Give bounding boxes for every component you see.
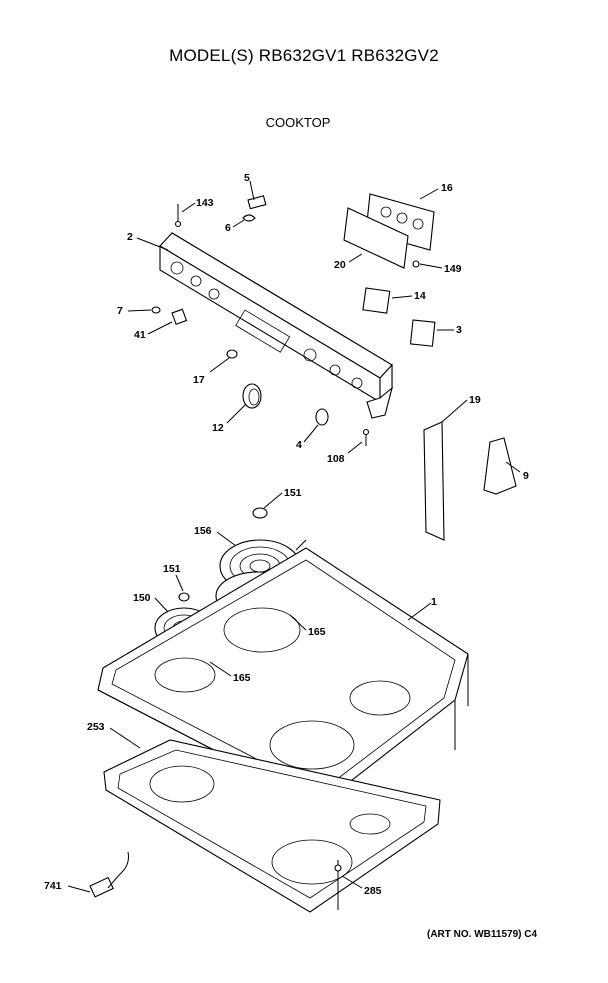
nut-41	[171, 308, 188, 325]
callout-41: 41	[134, 329, 146, 341]
callout-156: 156	[194, 525, 212, 537]
burner-box-253	[103, 739, 441, 913]
leader-lines	[67, 180, 521, 893]
callout-6: 6	[225, 222, 231, 234]
callout-16: 16	[441, 182, 453, 194]
callout-14: 14	[414, 290, 426, 302]
screw-108	[362, 428, 370, 446]
receptacle-151b	[178, 592, 190, 602]
callout-2: 2	[127, 231, 133, 243]
callout-165-right: 165	[308, 626, 326, 638]
power-cord-741	[89, 851, 129, 898]
bracket-5	[247, 195, 267, 210]
lamp-17	[226, 349, 238, 359]
clip-6	[242, 214, 256, 222]
callout-labels: 143 5 16 6 2 20 149 14 7 41 3 17 19 12 4…	[44, 172, 529, 897]
callout-151-upper: 151	[284, 487, 302, 499]
callout-3: 3	[456, 324, 462, 336]
plug-7	[151, 306, 161, 314]
art-number: (ART NO. WB11579) C4	[427, 929, 538, 940]
callout-151-lower: 151	[163, 563, 181, 575]
callout-5: 5	[244, 172, 250, 184]
callout-4: 4	[296, 439, 302, 451]
callout-108: 108	[327, 453, 345, 465]
switch-14	[362, 287, 391, 314]
callout-17: 17	[193, 374, 205, 386]
knob-4	[315, 408, 329, 426]
page-title: MODEL(S) RB632GV1 RB632GV2	[169, 46, 439, 65]
control-panel-backsplash	[159, 232, 393, 419]
wire-hinge-285	[334, 860, 342, 910]
callout-1: 1	[431, 596, 437, 608]
callout-149: 149	[444, 263, 462, 275]
receptacle-151a	[252, 507, 268, 519]
callout-143: 143	[196, 197, 214, 209]
bracket-9	[483, 437, 517, 495]
cooktop-top-1	[97, 547, 469, 806]
callout-741: 741	[44, 880, 62, 892]
knob-12	[242, 383, 262, 409]
callout-7: 7	[117, 305, 123, 317]
overlay-20	[343, 207, 409, 269]
callout-9: 9	[523, 470, 529, 482]
callout-253: 253	[87, 721, 105, 733]
screw-143	[174, 204, 182, 228]
switch-3	[409, 319, 436, 347]
callout-165-left: 165	[233, 672, 251, 684]
callout-150: 150	[133, 592, 151, 604]
section-subtitle: COOKTOP	[265, 115, 331, 130]
callout-12: 12	[212, 422, 224, 434]
callout-285: 285	[364, 885, 382, 897]
screw-149	[412, 260, 420, 268]
callout-19: 19	[469, 394, 481, 406]
bracket-19	[423, 421, 445, 541]
callout-20: 20	[334, 259, 346, 271]
